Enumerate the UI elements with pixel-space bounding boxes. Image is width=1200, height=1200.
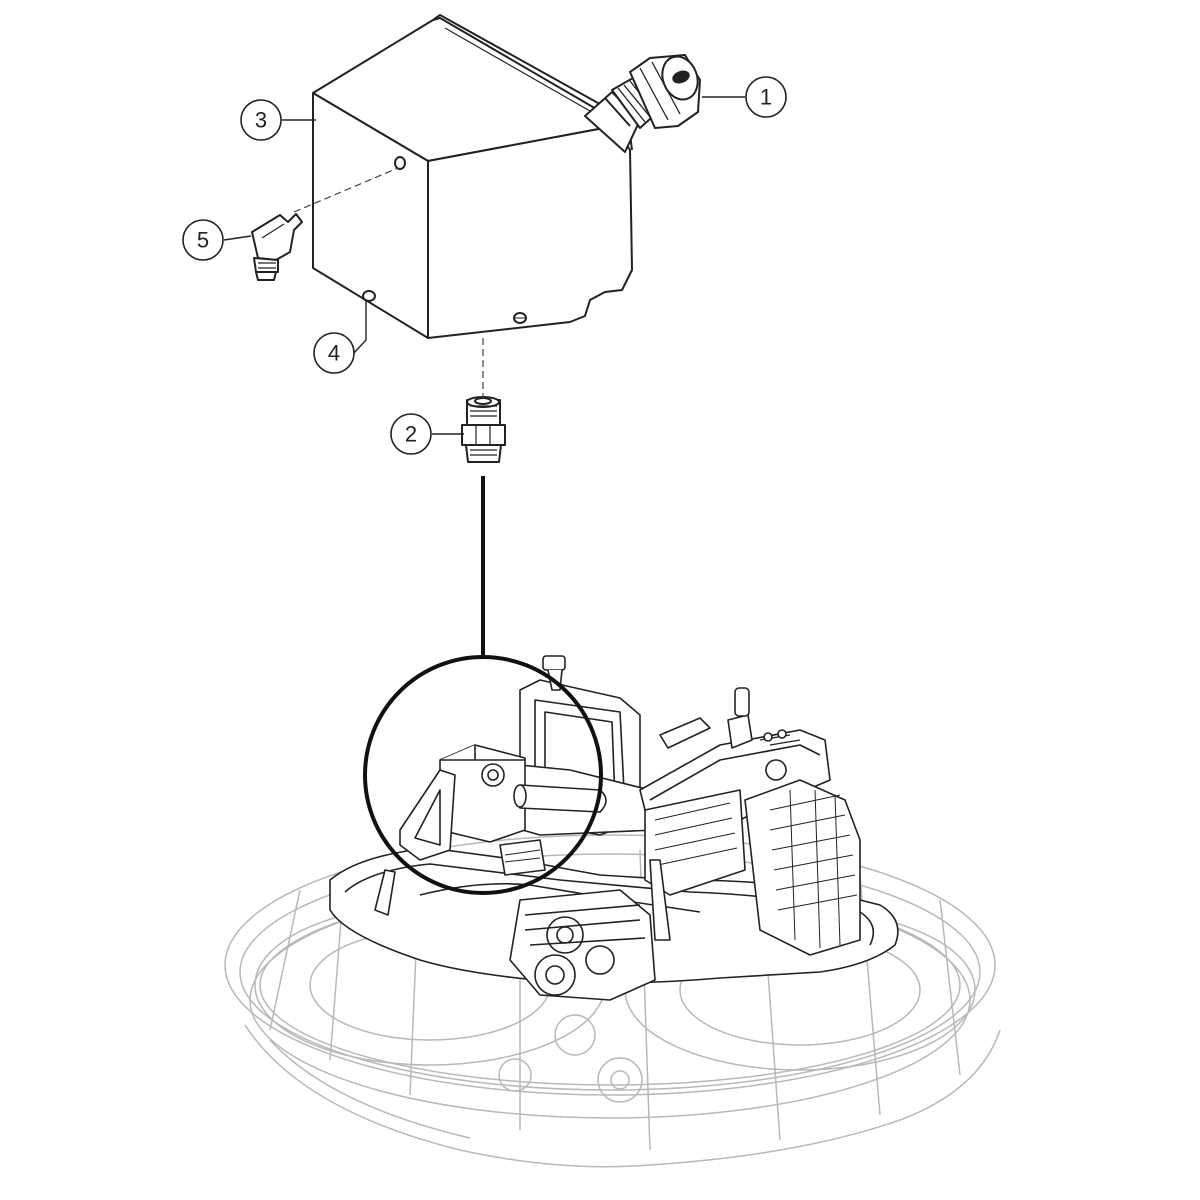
callout-leaders bbox=[223, 96, 745, 435]
callout-4-circle bbox=[313, 332, 355, 374]
callout-3: 3 bbox=[240, 99, 282, 141]
tank-illustration bbox=[312, 14, 633, 339]
callout-1: 1 bbox=[745, 76, 787, 118]
filler-cap-illustration bbox=[584, 54, 701, 153]
callout-2-circle bbox=[390, 413, 432, 455]
callout-2: 2 bbox=[390, 413, 432, 455]
callout-1-label: 1 bbox=[760, 85, 772, 110]
callout-4: 4 bbox=[313, 332, 355, 374]
alignment-lines bbox=[293, 167, 484, 398]
fitting-illustration bbox=[461, 396, 506, 463]
machine-chassis bbox=[329, 655, 899, 1001]
callout-5-circle bbox=[182, 219, 224, 261]
callout-5-label: 5 bbox=[197, 228, 209, 253]
elbow-fitting-illustration bbox=[251, 213, 303, 281]
callout-1-circle bbox=[745, 76, 787, 118]
callout-3-circle bbox=[240, 99, 282, 141]
detail-circle bbox=[363, 655, 603, 895]
callout-2-label: 2 bbox=[405, 422, 417, 447]
callout-3-label: 3 bbox=[255, 108, 267, 133]
callout-4-label: 4 bbox=[328, 341, 340, 366]
callout-5: 5 bbox=[182, 219, 224, 261]
